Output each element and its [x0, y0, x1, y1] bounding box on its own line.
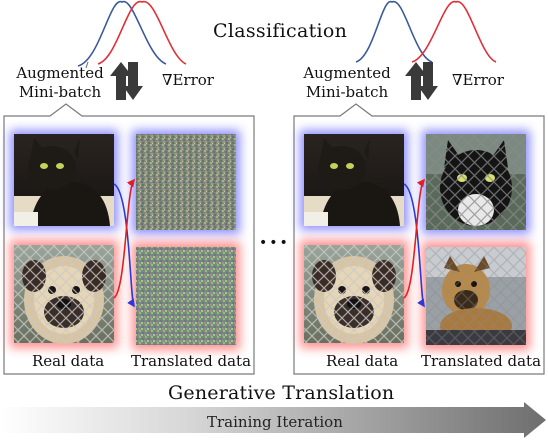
translated-data-label-left: Translated data: [131, 352, 252, 370]
translated-cat-image: [426, 134, 526, 230]
down-arrow-icon: [123, 62, 143, 100]
connector-line: [85, 61, 89, 69]
generative-translation-title: Generative Translation: [168, 382, 395, 404]
blue-distribution-curve: [77, 1, 167, 67]
gradient-arrows-left: [110, 62, 143, 100]
augmented-label-line2: Mini-batch: [305, 83, 389, 101]
translation-arrow-red: [113, 178, 135, 299]
augmented-label-line1: Augmented: [303, 64, 391, 82]
down-arrow-icon: [418, 62, 438, 100]
real-data-label-right: Real data: [326, 352, 399, 370]
blue-distribution-curve: [355, 1, 433, 63]
real-data-label-left: Real data: [32, 352, 105, 370]
translation-arrow-blue: [403, 183, 425, 308]
translated-noise-image-top: [136, 134, 236, 230]
translated-noise-image-bottom: [136, 247, 236, 345]
ellipsis-dots: •••: [259, 235, 290, 251]
augmented-label-line2: Mini-batch: [18, 83, 102, 101]
up-arrow-icon: [110, 62, 132, 100]
classification-curves-right: [355, 1, 497, 63]
gradient-arrows-right: [405, 62, 438, 100]
real-cat-image: [304, 134, 404, 226]
panel-frame-right: [293, 103, 545, 375]
training-iteration-arrow: [0, 402, 546, 438]
translated-dog-image: [426, 247, 526, 345]
training-iteration-label: Training Iteration: [207, 413, 343, 431]
real-pug-image: [304, 245, 404, 344]
augmented-minibatch-label-left: Augmented Mini-batch: [0, 64, 120, 102]
panel-frame-left: [3, 103, 255, 375]
real-cat-image: [14, 134, 114, 226]
augmented-minibatch-label-right: Augmented Mini-batch: [287, 64, 407, 102]
classification-curves-left: [77, 1, 187, 69]
red-distribution-curve: [411, 1, 497, 63]
red-distribution-curve: [97, 1, 187, 65]
translation-arrow-red: [403, 178, 425, 299]
up-arrow-icon: [405, 62, 427, 100]
classification-title: Classification: [213, 20, 348, 42]
gradient-error-label-left: ∇Error: [162, 71, 214, 89]
gradient-error-label-right: ∇Error: [452, 71, 504, 89]
translated-data-label-right: Translated data: [421, 352, 542, 370]
augmented-label-line1: Augmented: [16, 64, 104, 82]
translation-arrow-blue: [113, 183, 135, 308]
real-pug-image: [14, 245, 114, 344]
